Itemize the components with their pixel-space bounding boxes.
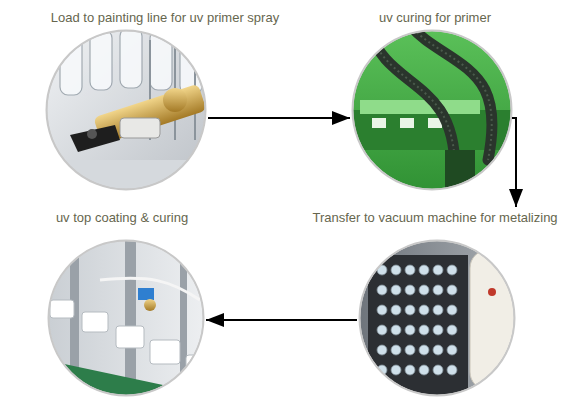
- uv-curing-photo: [350, 25, 520, 200]
- step-outline: [360, 241, 514, 395]
- flow-arrow: [208, 117, 350, 119]
- step-caption: Transfer to vacuum machine for metalizin…: [312, 210, 557, 226]
- photo-rim: [49, 241, 204, 396]
- top-coating-photo: [45, 238, 216, 400]
- process-step: Load to painting line for uv primer spra…: [46, 30, 206, 190]
- process-step: uv curing for primer: [352, 30, 512, 190]
- photo-rim: [360, 241, 515, 396]
- vacuum-photo: [358, 240, 520, 400]
- step-outline: [47, 31, 205, 189]
- step-caption: uv curing for primer: [379, 10, 491, 26]
- flow-arrow: [206, 319, 357, 321]
- step-caption: uv top coating & curing: [56, 210, 188, 226]
- process-step: Transfer to vacuum machine for metalizin…: [359, 240, 515, 396]
- flow-arrow: [512, 118, 516, 207]
- step-caption: Load to painting line for uv primer spra…: [51, 10, 279, 26]
- step-circle: [46, 30, 206, 190]
- step-outline: [49, 241, 203, 395]
- step-circle: [359, 240, 515, 396]
- step-outline: [353, 31, 511, 189]
- step-circle: [48, 240, 204, 396]
- spray-photo: [40, 25, 215, 200]
- process-step: uv top coating & curing: [48, 240, 204, 396]
- photo-rim: [47, 31, 206, 190]
- step-circle: [352, 30, 512, 190]
- photo-rim: [353, 31, 512, 190]
